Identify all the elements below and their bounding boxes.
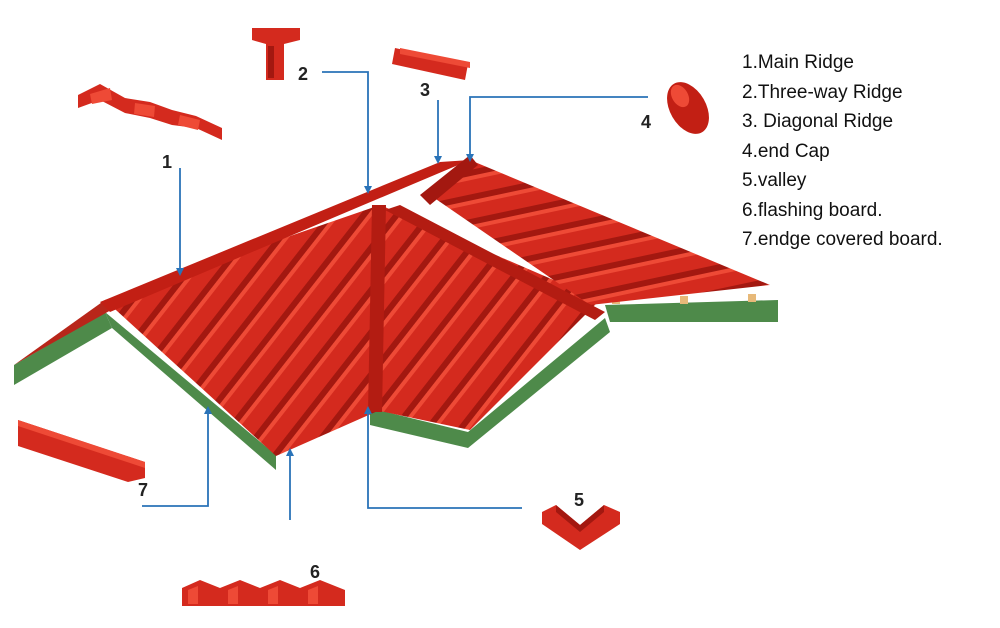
component-valley-icon [542,505,620,550]
component-three-way-ridge-icon [252,28,300,80]
legend-item-edge-covered-board: 7.endge covered board. [742,229,943,250]
front-right-slope [375,205,600,430]
component-end-cap-icon [667,82,709,134]
component-flashing-board-icon [182,580,345,606]
main-ridge [100,160,470,312]
leader-5 [364,406,522,509]
callout-2: 2 [298,64,308,84]
leader-2 [322,71,372,194]
legend-item-main-ridge: 1.Main Ridge [742,52,854,73]
legend: 1.Main Ridge 2.Three-way Ridge 3. Diagon… [742,48,998,255]
leader-7 [142,406,212,507]
hip-ridge [368,205,386,412]
legend-item-three-way-ridge: 2.Three-way Ridge [742,81,903,103]
callout-6: 6 [310,562,320,582]
callout-numbers: 1 2 3 4 5 6 7 [138,64,651,582]
edge-boards [14,294,778,470]
batten-2 [680,296,688,304]
left-slope-back [14,300,120,365]
leader-4 [466,96,648,162]
front-left-slope [105,205,380,456]
right-wing-slope [430,160,770,305]
component-edge-covered-board-icon [18,420,145,482]
diagonal-ridge-top [420,155,478,205]
callout-7: 7 [138,480,148,500]
legend-item-valley: 5.valley [742,170,807,191]
component-diagonal-ridge-icon [392,48,470,80]
batten-3 [748,294,756,302]
valley-ridge [385,205,605,320]
roof-surface [14,155,770,456]
left-eave-board [14,312,112,385]
legend-item-diagonal-ridge: 3. Diagonal Ridge [742,111,894,132]
callout-5: 5 [574,490,584,510]
front-eave-board [105,312,276,470]
component-main-ridge-icon [78,84,222,140]
leader-lines [142,71,648,520]
callout-3: 3 [420,80,430,100]
right-side-board [605,300,778,322]
callout-1: 1 [162,152,172,172]
callout-4: 4 [641,112,651,132]
right-front-board [370,318,610,448]
legend-item-flashing-board: 6.flashing board. [742,199,883,221]
legend-item-end-cap: 4.end Cap [742,140,830,162]
